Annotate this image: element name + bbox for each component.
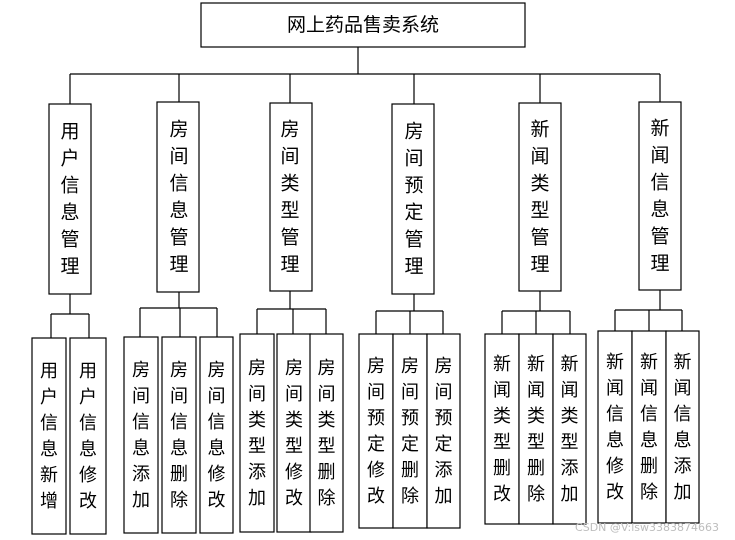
module-label: 新闻信息管理 xyxy=(650,118,669,275)
function-box xyxy=(239,333,275,533)
function-label: 房间类型添加 xyxy=(248,358,266,509)
module-box xyxy=(269,102,313,292)
function-label: 房间类型修改 xyxy=(285,358,303,509)
function-label: 房间信息添加 xyxy=(132,360,150,511)
function-label: 新闻类型删除 xyxy=(527,354,545,505)
module-box xyxy=(391,103,435,295)
function-box xyxy=(426,333,461,529)
function-label: 用户信息新增 xyxy=(40,361,58,512)
function-box xyxy=(597,330,633,524)
function-label: 新闻类型添加 xyxy=(561,354,579,505)
function-label: 新闻信息添加 xyxy=(674,352,692,503)
module-box xyxy=(518,102,562,292)
function-box xyxy=(552,333,587,525)
module-box xyxy=(48,103,92,295)
function-label: 房间信息删除 xyxy=(170,360,188,511)
module-box xyxy=(638,101,682,291)
root-box xyxy=(200,2,526,48)
module-label: 用户信息管理 xyxy=(60,121,79,278)
module-label: 房间类型管理 xyxy=(280,119,299,276)
function-box xyxy=(484,333,520,525)
function-box xyxy=(161,336,197,534)
function-label: 新闻信息删除 xyxy=(640,352,658,503)
function-label: 房间类型删除 xyxy=(318,358,336,509)
function-label: 房间信息修改 xyxy=(208,360,226,511)
function-label: 房间预定添加 xyxy=(435,356,453,507)
module-label: 新闻类型管理 xyxy=(530,119,549,276)
function-box xyxy=(31,337,67,535)
function-box xyxy=(69,337,107,535)
function-label: 房间预定删除 xyxy=(401,356,419,507)
function-label: 房间预定修改 xyxy=(367,356,385,507)
function-box xyxy=(358,333,394,529)
function-box xyxy=(276,333,312,533)
function-label: 用户信息修改 xyxy=(79,361,97,512)
function-label: 新闻类型删改 xyxy=(493,354,511,505)
function-box xyxy=(199,336,234,534)
function-label: 新闻信息修改 xyxy=(606,352,624,503)
function-box xyxy=(123,336,159,534)
watermark: CSDN @V:lsw3383874663 xyxy=(575,521,719,534)
function-box xyxy=(392,333,428,529)
module-label: 房间信息管理 xyxy=(169,119,188,276)
module-label: 房间预定管理 xyxy=(404,121,423,278)
system-title: 网上药品售卖系统 xyxy=(287,14,439,36)
function-box xyxy=(631,330,667,524)
function-box xyxy=(665,330,700,524)
function-box xyxy=(309,333,344,533)
module-box xyxy=(156,101,200,293)
